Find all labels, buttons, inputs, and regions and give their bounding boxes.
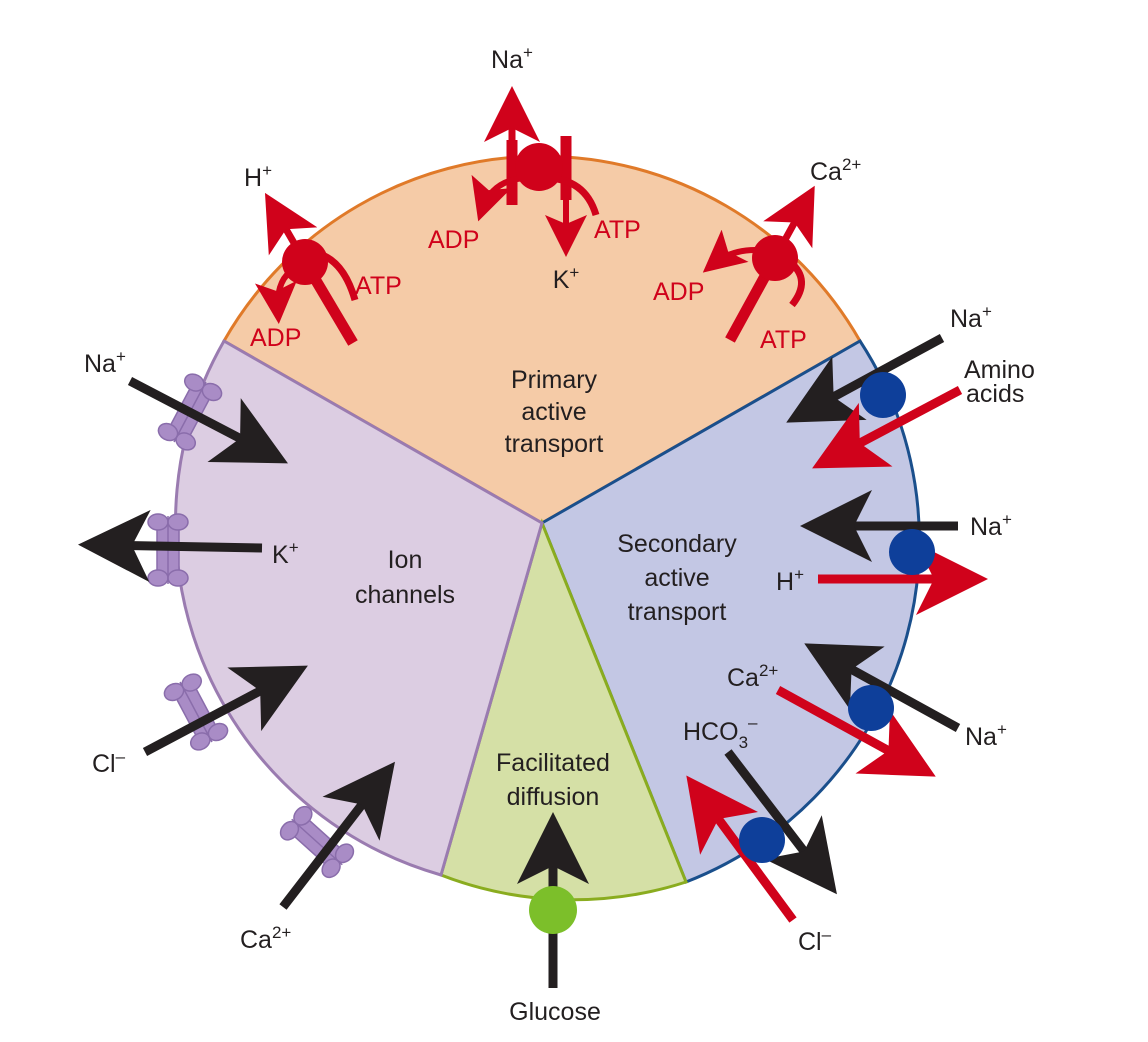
cl-channel (142, 665, 308, 756)
secondary-label-line1: Secondary (617, 530, 737, 558)
glucose-transporter (517, 812, 589, 988)
h-label: H+ (244, 161, 272, 192)
t3-ca-label: Ca2+ (727, 661, 778, 692)
ca-pump-carrier (752, 235, 798, 281)
ca-pump (702, 185, 815, 343)
right-adp-label: ADP (653, 278, 704, 306)
ca-channel (276, 761, 395, 910)
t3-na-label: Na+ (965, 720, 1007, 751)
amino-acids-label-line2: acids (966, 380, 1024, 408)
primary-label-line1: Primary (511, 366, 598, 394)
k-channel (78, 509, 263, 587)
secondary-label-line3: transport (628, 598, 727, 626)
symporter-1-carrier (860, 372, 906, 418)
na-k-pump-carrier (515, 143, 563, 191)
k-in-label: K+ (553, 263, 580, 294)
t2-na-label: Na+ (970, 510, 1012, 541)
secondary-label-line2: active (644, 564, 709, 592)
top-adp-label: ADP (428, 226, 479, 254)
na-out-label: Na+ (491, 43, 533, 74)
na-h-antiporter (800, 490, 988, 615)
primary-label-line2: active (521, 398, 586, 426)
right-atp-label: ATP (760, 326, 807, 354)
antiporter-1-carrier (889, 529, 935, 575)
channel-ca-label: Ca2+ (240, 923, 291, 954)
antiporter-2-carrier (848, 685, 894, 731)
t1-na-label: Na+ (950, 302, 992, 333)
na-ca-antiporter (775, 643, 961, 777)
glucose-carrier (529, 886, 577, 934)
channels-label-line1: Ion (388, 546, 423, 574)
t2-h-label: H+ (776, 565, 804, 596)
primary-label-line3: transport (505, 430, 604, 458)
na-channel (127, 370, 288, 464)
ca-pump-label: Ca2+ (810, 155, 861, 186)
facilitated-label-line1: Facilitated (496, 749, 610, 777)
h-pump-carrier (282, 239, 328, 285)
hco3-cl-exchanger (686, 749, 837, 923)
channel-na-label: Na+ (84, 347, 126, 378)
channel-cl-label: Cl– (92, 747, 126, 778)
channels-label-line2: channels (355, 581, 455, 609)
top-atp-label: ATP (594, 216, 641, 244)
left-atp-label: ATP (355, 272, 402, 300)
glucose-label: Glucose (509, 998, 601, 1026)
na-k-pump (471, 86, 600, 257)
exchanger-carrier (739, 817, 785, 863)
facilitated-label-line2: diffusion (507, 783, 600, 811)
na-amino-acid-symporter (786, 334, 963, 469)
h-pump (254, 192, 359, 346)
hco3-label: HCO3– (683, 713, 758, 752)
channel-k-label: K+ (272, 538, 299, 569)
left-adp-label: ADP (250, 324, 301, 352)
amino-acids-label-line1: Amino (964, 356, 1035, 384)
t4-cl-label: Cl– (798, 925, 832, 956)
